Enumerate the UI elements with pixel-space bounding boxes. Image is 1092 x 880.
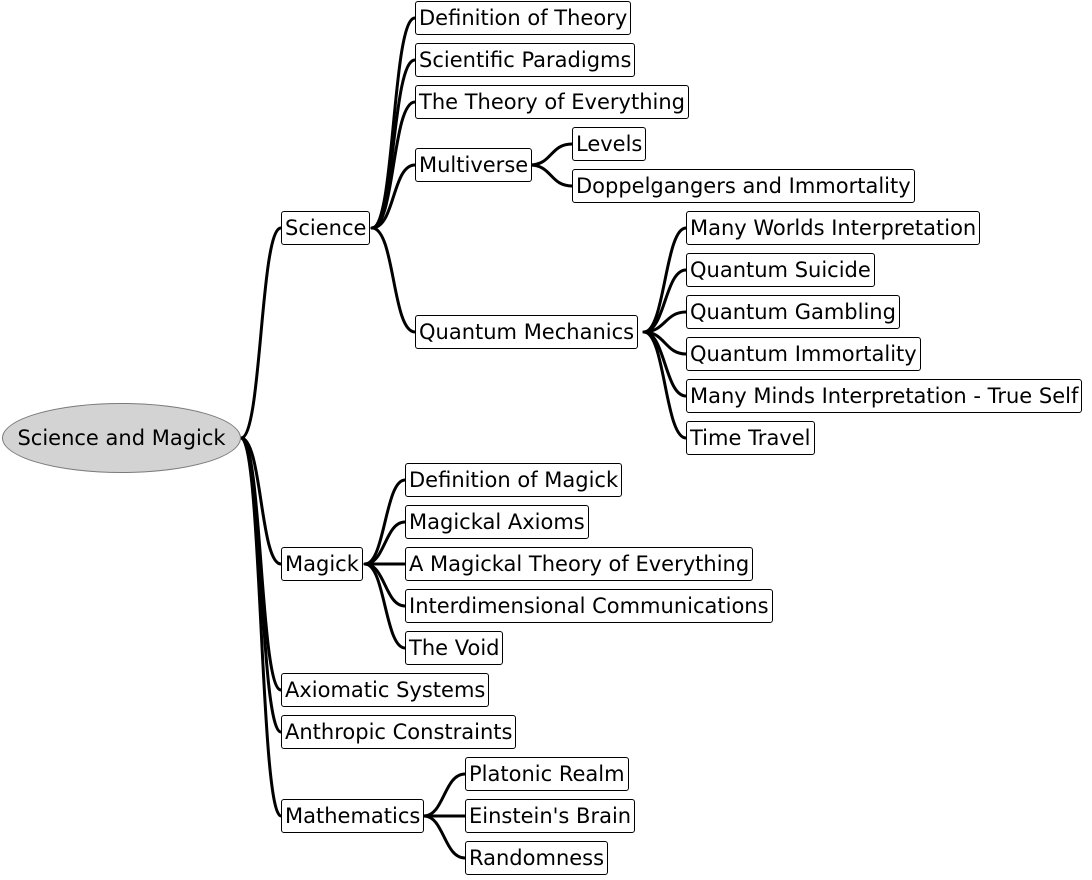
connector-magick-void [363, 562, 407, 650]
topic-quantum-gambling[interactable]: Quantum Gambling [686, 295, 900, 329]
connector-science-multiverse [370, 163, 417, 230]
connector-mathematics-platonic [422, 772, 467, 818]
topic-scientific-paradigms[interactable]: Scientific Paradigms [415, 43, 636, 77]
connector-root-mathematics [239, 436, 283, 818]
topic-quantum-immortality[interactable]: Quantum Immortality [686, 337, 921, 371]
topic-many-minds-interpretation[interactable]: Many Minds Interpretation - True Self [686, 379, 1083, 413]
topic-theory-of-everything[interactable]: The Theory of Everything [415, 85, 689, 119]
connector-mathematics-randomness [422, 814, 467, 860]
connector-qm-time-travel [642, 330, 688, 440]
topic-einsteins-brain[interactable]: Einstein's Brain [465, 799, 636, 833]
topic-the-void[interactable]: The Void [405, 631, 504, 665]
topic-definition-of-theory[interactable]: Definition of Theory [415, 1, 632, 35]
topic-time-travel[interactable]: Time Travel [686, 421, 815, 455]
topic-magick[interactable]: Magick [281, 547, 363, 581]
topic-definition-of-magick[interactable]: Definition of Magick [405, 463, 623, 497]
topic-many-worlds-interpretation[interactable]: Many Worlds Interpretation [686, 211, 981, 245]
connector-science-toe [370, 100, 417, 230]
connector-science-qm [370, 226, 417, 334]
connector-magick-definition [363, 478, 407, 566]
connector-root-magick [239, 436, 283, 566]
topic-anthropic-constraints[interactable]: Anthropic Constraints [281, 715, 517, 749]
topic-multiverse[interactable]: Multiverse [415, 148, 533, 182]
topic-quantum-mechanics[interactable]: Quantum Mechanics [415, 315, 639, 349]
topic-axiomatic-systems[interactable]: Axiomatic Systems [281, 673, 490, 707]
topic-magickal-theory-of-everything[interactable]: A Magickal Theory of Everything [405, 547, 754, 581]
topic-platonic-realm[interactable]: Platonic Realm [465, 757, 629, 791]
topic-mathematics[interactable]: Mathematics [281, 799, 425, 833]
connector-science-paradigms [370, 58, 417, 230]
connector-root-anthropic [239, 436, 283, 734]
root-topic[interactable]: Science and Magick [2, 403, 241, 473]
topic-quantum-suicide[interactable]: Quantum Suicide [686, 253, 875, 287]
topic-levels[interactable]: Levels [572, 127, 647, 161]
topic-science[interactable]: Science [281, 211, 371, 245]
topic-interdimensional-communications[interactable]: Interdimensional Communications [405, 589, 773, 623]
connector-root-science [239, 226, 283, 440]
topic-magickal-axioms[interactable]: Magickal Axioms [405, 505, 589, 539]
topic-doppelgangers-and-immortality[interactable]: Doppelgangers and Immortality [572, 169, 915, 203]
connector-multiverse-doppelgangers [528, 163, 574, 188]
topic-randomness[interactable]: Randomness [465, 841, 609, 875]
connector-qm-many-worlds [642, 226, 688, 334]
connector-multiverse-levels [528, 142, 574, 167]
